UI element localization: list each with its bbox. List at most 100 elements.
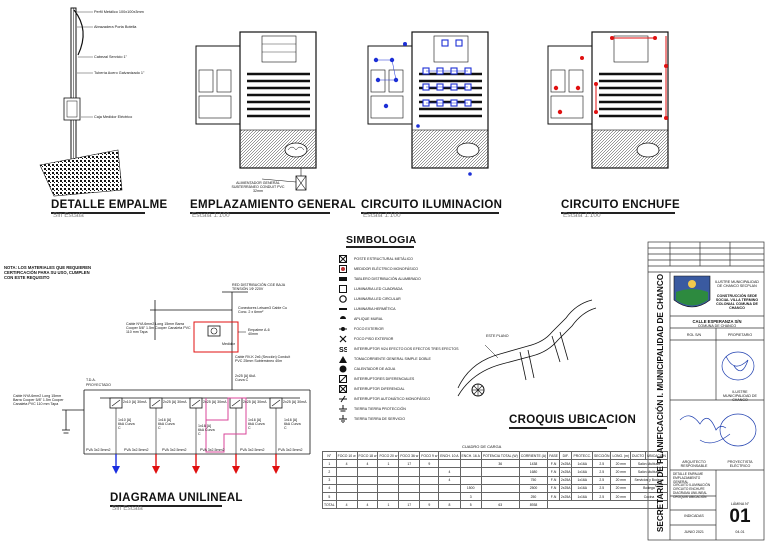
table-cell: 36 [480, 459, 520, 469]
table-cell: F-N [547, 483, 560, 493]
symbol-row: LUMINARIA HERMÉTICA [339, 304, 396, 313]
contents-item: CIRCUITO ILUMINACIÓN [673, 483, 711, 488]
table-cell [438, 491, 461, 502]
outlet-title: CIRCUITO ENCHUFE [561, 199, 680, 211]
lighting-title-underline [361, 212, 499, 214]
column-header: FOCO 18 w [356, 450, 379, 461]
circuit-label: PVA 3x2.5mm2 [200, 448, 225, 452]
outlet-icon [339, 355, 347, 363]
symbol-row: LUMINARIA LED CUADRADA [339, 284, 403, 293]
differential-switch-icon [339, 374, 347, 383]
pole-symbol-icon [339, 254, 347, 263]
column-header: DUCTO [630, 450, 647, 461]
site-plan-title: EMPLAZAMIENTO GENERAL [190, 199, 356, 211]
table-cell: F-N [547, 475, 560, 485]
breaker-label: 2x25 [A] 30mA [203, 400, 227, 404]
table-cell [335, 467, 358, 477]
table-cell [335, 475, 358, 485]
scale-value: INDICADAS [684, 514, 704, 518]
table-cell: 17 [398, 459, 421, 469]
table-cell: F-N [547, 467, 560, 477]
sheet-label: LÁMINA N° [730, 502, 750, 506]
table-cell [459, 459, 482, 469]
total-cell: 9 [419, 500, 440, 510]
table-cell: 750 [518, 475, 549, 485]
empalme-label-5: Caja Medidor Eléctrico [94, 115, 133, 119]
symbol-row: MEDIDOR ELÉCTRICO MONOFÁSICO [339, 264, 418, 273]
total-cell: 4 [356, 500, 379, 510]
connector-label: Conectores Leisam3 Cable Cu Conc. 2 x 6m… [238, 306, 287, 315]
contents-item: CROQUIS UBICACIÓN [673, 494, 707, 499]
table-cell: 20 mm [610, 459, 632, 469]
symbol-row: TIERRA TIERRA PROTECCIÓN [339, 404, 406, 413]
symbol-label: FOCO PISO EXTERIOR [354, 336, 394, 341]
symbol-label: TIERRA TIERRA DE SERVICIO [354, 416, 405, 421]
org-name: ILUSTRE MUNICIPALIDAD DE CHANCO SECPLAN [714, 280, 760, 288]
total-cell: 5 [459, 500, 482, 510]
circuit-label: PVA 3x2.5mm2 [240, 448, 265, 452]
sheet-total: 04-01 [735, 530, 745, 534]
table-cell: 4 [335, 459, 358, 469]
switch-icon: SS [339, 345, 347, 353]
tda-subtitle: PROYECTADO [86, 383, 111, 387]
symbol-label: CALENTADOR DE AGUA [354, 366, 396, 371]
column-header: FOCO 20 w [377, 450, 400, 461]
table-cell: 1x16A [571, 483, 594, 493]
mini-breaker-label: 1x16 [A] 6kA Curva C [248, 418, 265, 431]
meter-symbol-icon [339, 264, 347, 273]
total-cell: 8938 [518, 500, 549, 510]
breaker-label: 2x25 [A] 30mA [163, 400, 187, 404]
table-cell: 1 [377, 459, 400, 469]
table-cell [419, 483, 440, 493]
site-plan-title-underline [190, 212, 330, 214]
table-cell [356, 483, 379, 493]
symbol-label: APLIQUE MURAL [354, 316, 384, 321]
table-cell [398, 467, 421, 477]
rol-label: ROL S/N [686, 333, 702, 337]
signature-stamps [679, 351, 757, 447]
mini-breaker-label: 1x16 [A] 6kA Curva C [158, 418, 175, 431]
column-header: FASE [547, 450, 560, 461]
svg-text:SS: SS [339, 347, 347, 353]
column-header: FOCO 9 w [419, 450, 440, 461]
sheet-contents: DETALLE EMPALME EMPLAZAMIENTO GENERAL CI… [673, 472, 715, 500]
panel-symbol-icon [339, 275, 347, 283]
empalme-box-label: Empalme A-6 40mm [248, 328, 270, 337]
site-plan-drawing [195, 31, 317, 191]
table-cell: 2x25A [558, 475, 573, 485]
contents-item: CIRCUITO ENCHUFE [673, 487, 705, 492]
contents-item: DETALLE EMPALME [673, 472, 704, 476]
contents-item: DIAGRAMA UNILINEAL [673, 490, 708, 495]
table-cell [356, 467, 379, 477]
column-header: ENCH. 10 A [438, 450, 461, 461]
table-cell: 4 [438, 467, 461, 477]
symbol-label: LUMINARIA HERMÉTICA [354, 306, 396, 311]
symbol-row: POSTE ESTRUCTURAL METÁLICO [339, 254, 413, 263]
total-cell: 8 [438, 500, 461, 510]
floor-light-icon [339, 335, 347, 343]
symbol-row: TIERRA TIERRA DE SERVICIO [339, 414, 405, 423]
lighting-title: CIRCUITO ILUMINACION [361, 199, 503, 211]
table-cell: 5 [322, 491, 337, 502]
table-cell: 1680 [518, 467, 549, 477]
unilineal-title: DIAGRAMA UNILINEAL [110, 492, 243, 504]
table-cell [398, 483, 421, 493]
project-address: CALLE ESPERANZA S/N [692, 319, 742, 324]
table-cell: F-N [547, 459, 560, 469]
total-filler [547, 500, 668, 510]
symbol-row: INTERRUPTOR DIFERENCIAL [339, 384, 405, 393]
symbol-row: INTERRUPTOR AUTOMÁTICO MONOFÁSICO [339, 394, 430, 403]
outlet-title-underline [561, 212, 675, 214]
symbol-row: LUMINARIA LED CIRCULAR [339, 294, 401, 303]
wall-lamp-icon [339, 315, 347, 323]
service-ground-icon [339, 414, 347, 423]
table-cell: F-N [547, 491, 560, 502]
symbol-label: POSTE ESTRUCTURAL METÁLICO [354, 256, 413, 261]
sheet-number: 01 [729, 506, 751, 527]
table-cell [335, 483, 358, 493]
table-cell: 2x25A [558, 491, 573, 502]
water-heater-icon [339, 365, 347, 373]
